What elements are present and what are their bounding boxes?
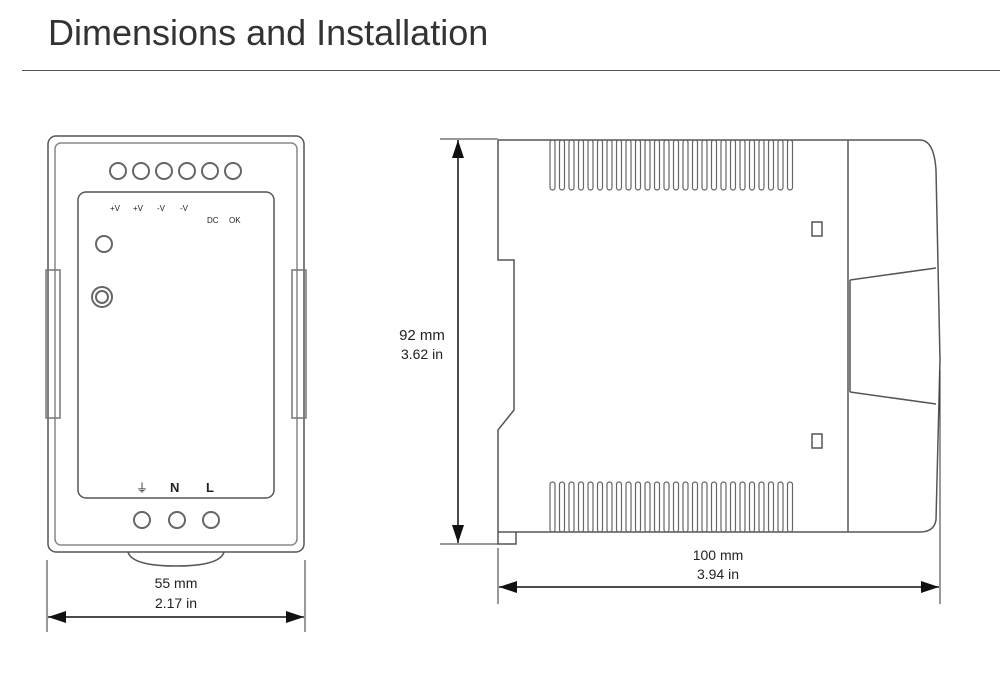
terminal-label: -V: [157, 204, 166, 213]
height-mm: 92 mm: [399, 327, 445, 344]
neutral-label: N: [170, 480, 179, 495]
ground-icon: ⏚: [136, 481, 148, 495]
height-in: 3.62 in: [401, 346, 443, 362]
terminal-label: +V: [133, 204, 144, 213]
dc-label: DC: [207, 216, 219, 225]
ok-label: OK: [229, 216, 241, 225]
vent-slots: [549, 139, 794, 533]
depth-mm: 100 mm: [693, 547, 744, 563]
depth-in: 3.94 in: [697, 566, 739, 582]
side-view: [497, 139, 941, 545]
page-title: Dimensions and Installation: [48, 12, 489, 53]
front-view: [45, 135, 307, 567]
terminal-label: +V: [110, 204, 121, 213]
width-in: 2.17 in: [155, 595, 197, 611]
line-label: L: [206, 480, 214, 495]
terminal-label: -V: [180, 204, 189, 213]
width-mm: 55 mm: [155, 575, 198, 591]
title-divider: [22, 70, 1000, 71]
